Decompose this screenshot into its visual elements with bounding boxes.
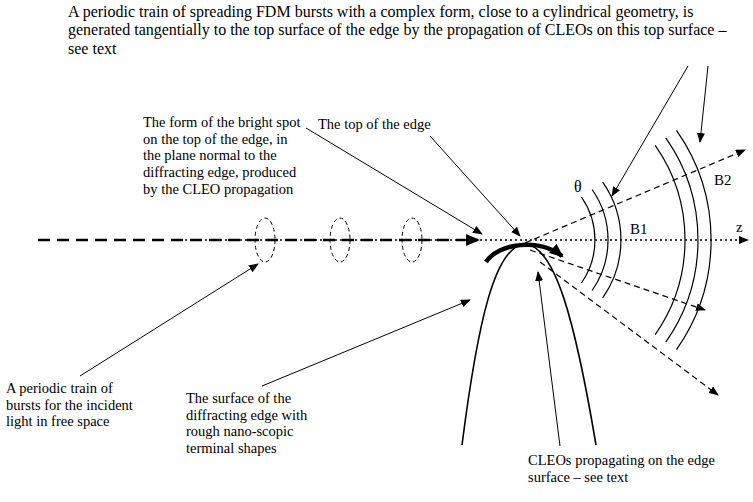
callout-note: The top of the edge — [318, 116, 468, 133]
header-note: A periodic train of spreading FDM bursts… — [68, 3, 743, 58]
leader-line — [430, 136, 520, 236]
bright-spot-arc — [486, 245, 562, 262]
callout-note: A periodic train of bursts for the incid… — [6, 380, 134, 430]
axis-label: z — [736, 219, 750, 236]
wavefront-arc — [581, 197, 595, 283]
leader-line — [538, 272, 560, 446]
leader-line — [80, 264, 258, 376]
wavefront-arc — [592, 190, 608, 291]
incident-beam — [38, 239, 478, 242]
edge-surface — [462, 244, 596, 445]
leader-line — [306, 128, 482, 234]
callout-note: The form of the bright spot on the top o… — [143, 114, 303, 197]
beam-label: B2 — [714, 172, 744, 189]
beam-label: B1 — [630, 221, 660, 238]
angle-symbol: θ — [574, 178, 594, 196]
leader-line — [700, 66, 708, 142]
wavefronts — [581, 130, 711, 349]
wavefront-arc — [666, 138, 698, 342]
leader-line — [262, 300, 470, 386]
incident-burst — [402, 218, 422, 262]
diffracted-ray — [530, 250, 705, 310]
diffracted-ray — [540, 262, 718, 395]
callout-note: CLEOs propagating on the edge surface – … — [528, 452, 728, 485]
leader-line — [612, 66, 688, 196]
wavefront-arc — [603, 182, 621, 298]
wavefront-arc — [655, 145, 685, 334]
incident-burst — [330, 218, 350, 262]
wavefront-arc — [677, 130, 712, 349]
diffracted-ray — [525, 150, 745, 243]
incident-burst — [255, 218, 275, 262]
callout-note: The surface of the diffracting edge with… — [186, 390, 336, 457]
